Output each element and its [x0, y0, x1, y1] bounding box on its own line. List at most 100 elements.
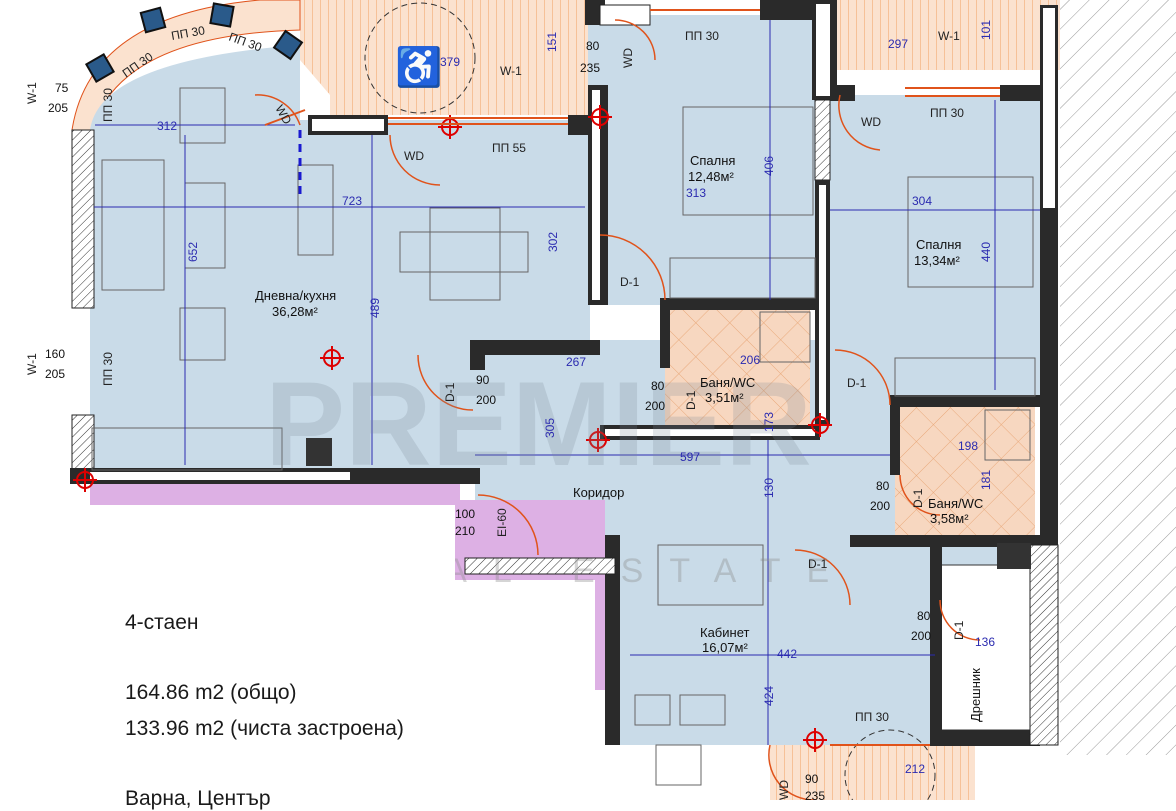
dim-label: 198: [958, 439, 978, 453]
vent-grille-icon: [306, 438, 1031, 569]
dim-label: 302: [546, 232, 560, 252]
label-pp30: ПП 30: [685, 29, 719, 43]
door-number: 200: [476, 393, 496, 407]
room-bath1-area: 3,51м²: [705, 390, 744, 405]
label-ei60: EI-60: [495, 508, 509, 537]
dim-label: 267: [566, 355, 586, 369]
exterior-hatch: [1060, 0, 1176, 755]
room-bath2-area: 3,58м²: [930, 511, 969, 526]
dim-label: 406: [762, 156, 776, 176]
bath1-floor: [665, 310, 810, 425]
dim-label: 297: [888, 37, 908, 51]
label-d1: D-1: [443, 382, 457, 402]
room-bedroom2-area: 13,34м²: [914, 253, 960, 268]
dim-label: 723: [342, 194, 362, 208]
door-number: 100: [455, 507, 475, 521]
room-bath2-name: Баня/WC: [928, 496, 983, 511]
dim-label: 379: [440, 55, 460, 69]
room-corridor-name: Коридор: [573, 485, 624, 500]
label-pp30: ПП 30: [101, 352, 115, 386]
watermark-brand: PREMIER: [265, 357, 812, 491]
label-wd: WD: [404, 149, 424, 163]
listing-info-panel: 4-стаен 164.86 m2 (общо) 133.96 m2 (чист…: [0, 505, 455, 810]
door-number: 80: [876, 479, 890, 493]
area-total: 164.86 m2 (общо): [125, 681, 297, 704]
living-floor: [90, 45, 590, 470]
door-number: 235: [580, 61, 600, 75]
dim-label: 313: [686, 186, 706, 200]
room-wardrobe-name: Дрешник: [968, 668, 983, 722]
dim-label: 305: [543, 418, 557, 438]
door-swings: [254, 19, 981, 800]
label-d1: D-1: [911, 488, 925, 508]
dim-label: 206: [740, 353, 760, 367]
area-net: 133.96 m2 (чиста застроена): [125, 717, 404, 740]
walls: [70, 0, 1059, 746]
rooms-count: 4-стаен: [125, 611, 199, 634]
turning-circle: [364, 2, 476, 114]
label-pp30: ПП 30: [170, 23, 206, 43]
dim-label: 440: [979, 242, 993, 262]
label-w1: W-1: [938, 29, 960, 43]
door-number: 200: [645, 399, 665, 413]
door-number: 80: [586, 39, 600, 53]
door-number: 90: [805, 772, 819, 786]
door-number: 205: [48, 101, 68, 115]
room-study-area: 16,07м²: [702, 640, 748, 655]
dim-label: 597: [680, 450, 700, 464]
dim-label: 652: [186, 242, 200, 262]
label-d1: D-1: [952, 620, 966, 640]
room-living-name: Дневна/кухня: [255, 288, 336, 303]
dim-label: 442: [777, 647, 797, 661]
window-lines: [264, 9, 1000, 746]
dim-label: 101: [979, 20, 993, 40]
location: Варна, Център: [125, 787, 271, 810]
door-number: 160: [45, 347, 65, 361]
dim-label: 130: [762, 478, 776, 498]
label-wd: WD: [621, 48, 635, 68]
label-wd: WD: [777, 780, 791, 800]
wardrobe-floor: [939, 564, 1031, 731]
dimension-labels: 723 652 489 312 379 302 267 305 597 406 …: [157, 20, 995, 776]
room-bedroom1-name: Спалня: [690, 153, 735, 168]
door-number: 200: [911, 629, 931, 643]
dim-label: 304: [912, 194, 932, 208]
door-number: 90: [476, 373, 490, 387]
label-w1: W-1: [500, 64, 522, 78]
dim-label: 312: [157, 119, 177, 133]
door-number: 80: [651, 379, 665, 393]
door-number: 210: [455, 524, 475, 538]
label-wd: WD: [861, 115, 881, 129]
label-pp30: ПП 30: [101, 88, 115, 122]
dim-label: 212: [905, 762, 925, 776]
door-number: 235: [805, 789, 825, 800]
door-number: 200: [870, 499, 890, 513]
door-number: 75: [55, 81, 69, 95]
label-d1: D-1: [808, 557, 828, 571]
room-study-name: Кабинет: [700, 625, 749, 640]
bedroom1-floor: [600, 15, 815, 305]
dim-label: 136: [975, 635, 995, 649]
label-w1: W-1: [25, 82, 39, 104]
room-bath1-name: Баня/WC: [700, 375, 755, 390]
room-living-area: 36,28м²: [272, 304, 318, 319]
column-markers: [73, 105, 832, 752]
dim-label: 424: [762, 686, 776, 706]
furniture: [91, 87, 1036, 786]
label-w1: W-1: [25, 353, 39, 375]
door-number: 205: [45, 367, 65, 381]
dim-label: 173: [762, 412, 776, 432]
dimension-lines: [94, 20, 1040, 745]
dim-label: 151: [545, 32, 559, 52]
door-number: 80: [917, 609, 931, 623]
terrace-bottom: [770, 745, 975, 800]
terrace-top-right: [830, 0, 1060, 70]
room-bedroom1-area: 12,48м²: [688, 169, 734, 184]
label-pp30: ПП 30: [855, 710, 889, 724]
label-d1: D-1: [847, 376, 867, 390]
study-floor: [615, 545, 935, 745]
door-dimensions: 75 205 80 235 160 205 90 200 80 200 80 2…: [45, 39, 931, 800]
label-pp55: ПП 55: [492, 141, 526, 155]
label-pp30: ПП 30: [930, 106, 964, 120]
